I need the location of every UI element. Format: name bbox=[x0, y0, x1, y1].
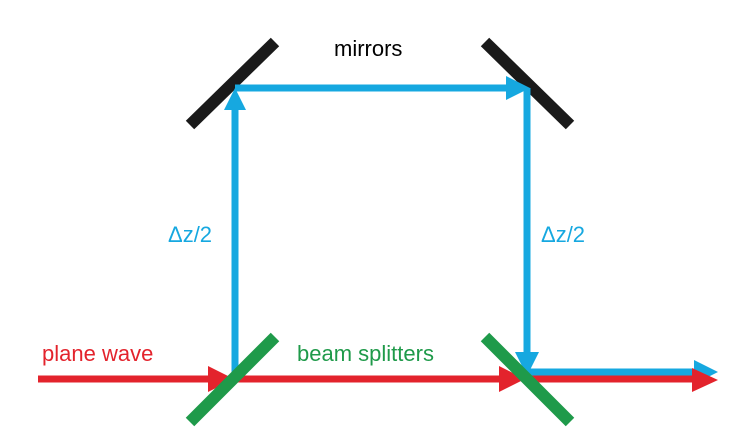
arrowhead-right-top bbox=[506, 76, 530, 100]
plane-wave-label: plane wave bbox=[42, 341, 154, 366]
mirrors-label: mirrors bbox=[334, 36, 403, 61]
arrowhead-up bbox=[224, 88, 246, 110]
mirror-right bbox=[480, 37, 575, 130]
beam-splitter-left bbox=[185, 332, 280, 427]
arrowhead-red-2 bbox=[499, 366, 525, 392]
beam-splitters-label: beam splitters bbox=[297, 341, 434, 366]
beam-splitter-right bbox=[480, 332, 575, 427]
arrowhead-down bbox=[515, 352, 539, 376]
arrowhead-output-red bbox=[692, 368, 718, 392]
arrowhead-red-1 bbox=[208, 366, 234, 392]
delta-z-left-label: Δz/2 bbox=[168, 222, 213, 247]
mirror-left bbox=[185, 37, 280, 130]
delta-z-right-label: Δz/2 bbox=[541, 222, 586, 247]
